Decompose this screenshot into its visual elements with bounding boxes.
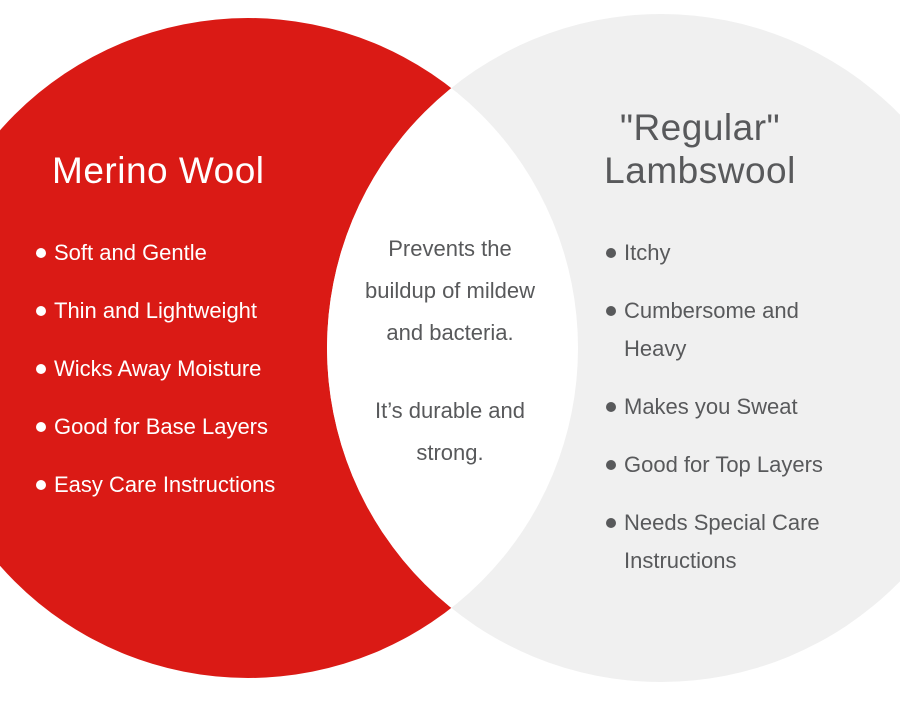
intersection-region	[327, 18, 578, 678]
bullet-icon	[606, 306, 616, 316]
list-item: Wicks Away Moisture	[36, 350, 336, 388]
bullet-icon	[606, 248, 616, 258]
lambswool-title-line1: "Regular"	[619, 107, 781, 148]
intersection-paragraph-1: Prevents the buildup of mildew and bacte…	[365, 236, 535, 345]
bullet-icon	[606, 460, 616, 470]
bullet-icon	[36, 306, 46, 316]
bullet-icon	[606, 402, 616, 412]
list-item: Good for Base Layers	[36, 408, 336, 446]
list-item: Cumbersome and Heavy	[606, 292, 860, 368]
list-item-label: Needs Special Care Instructions	[624, 510, 820, 573]
list-item-label: Thin and Lightweight	[54, 298, 258, 323]
list-item-label: Easy Care Instructions	[54, 472, 276, 497]
list-item: Itchy	[606, 234, 860, 272]
list-item-label: Itchy	[624, 240, 671, 265]
list-item: Thin and Lightweight	[36, 292, 336, 330]
bullet-icon	[36, 422, 46, 432]
merino-wool-list: Soft and Gentle Thin and Lightweight Wic…	[36, 234, 336, 524]
list-item-label: Good for Base Layers	[54, 414, 269, 439]
lambswool-title: "Regular" Lambswool	[558, 106, 842, 192]
bullet-icon	[36, 364, 46, 374]
list-item-label: Makes you Sweat	[624, 394, 798, 419]
lambswool-list: Itchy Cumbersome and Heavy Makes you Swe…	[606, 234, 860, 600]
intersection-text: Prevents the buildup of mildew and bacte…	[355, 228, 545, 474]
lambswool-title-line2: Lambswool	[604, 150, 796, 191]
list-item-label: Good for Top Layers	[624, 452, 823, 477]
list-item: Good for Top Layers	[606, 446, 860, 484]
list-item-label: Wicks Away Moisture	[54, 356, 262, 381]
bullet-icon	[606, 518, 616, 528]
list-item: Needs Special Care Instructions	[606, 504, 860, 580]
list-item: Makes you Sweat	[606, 388, 860, 426]
list-item: Soft and Gentle	[36, 234, 336, 272]
merino-wool-title: Merino Wool	[52, 150, 265, 191]
intersection-paragraph-2: It’s durable and strong.	[374, 398, 526, 465]
bullet-icon	[36, 480, 46, 490]
bullet-icon	[36, 248, 46, 258]
list-item: Easy Care Instructions	[36, 466, 336, 504]
list-item-label: Soft and Gentle	[54, 240, 207, 265]
list-item-label: Cumbersome and Heavy	[624, 298, 799, 361]
